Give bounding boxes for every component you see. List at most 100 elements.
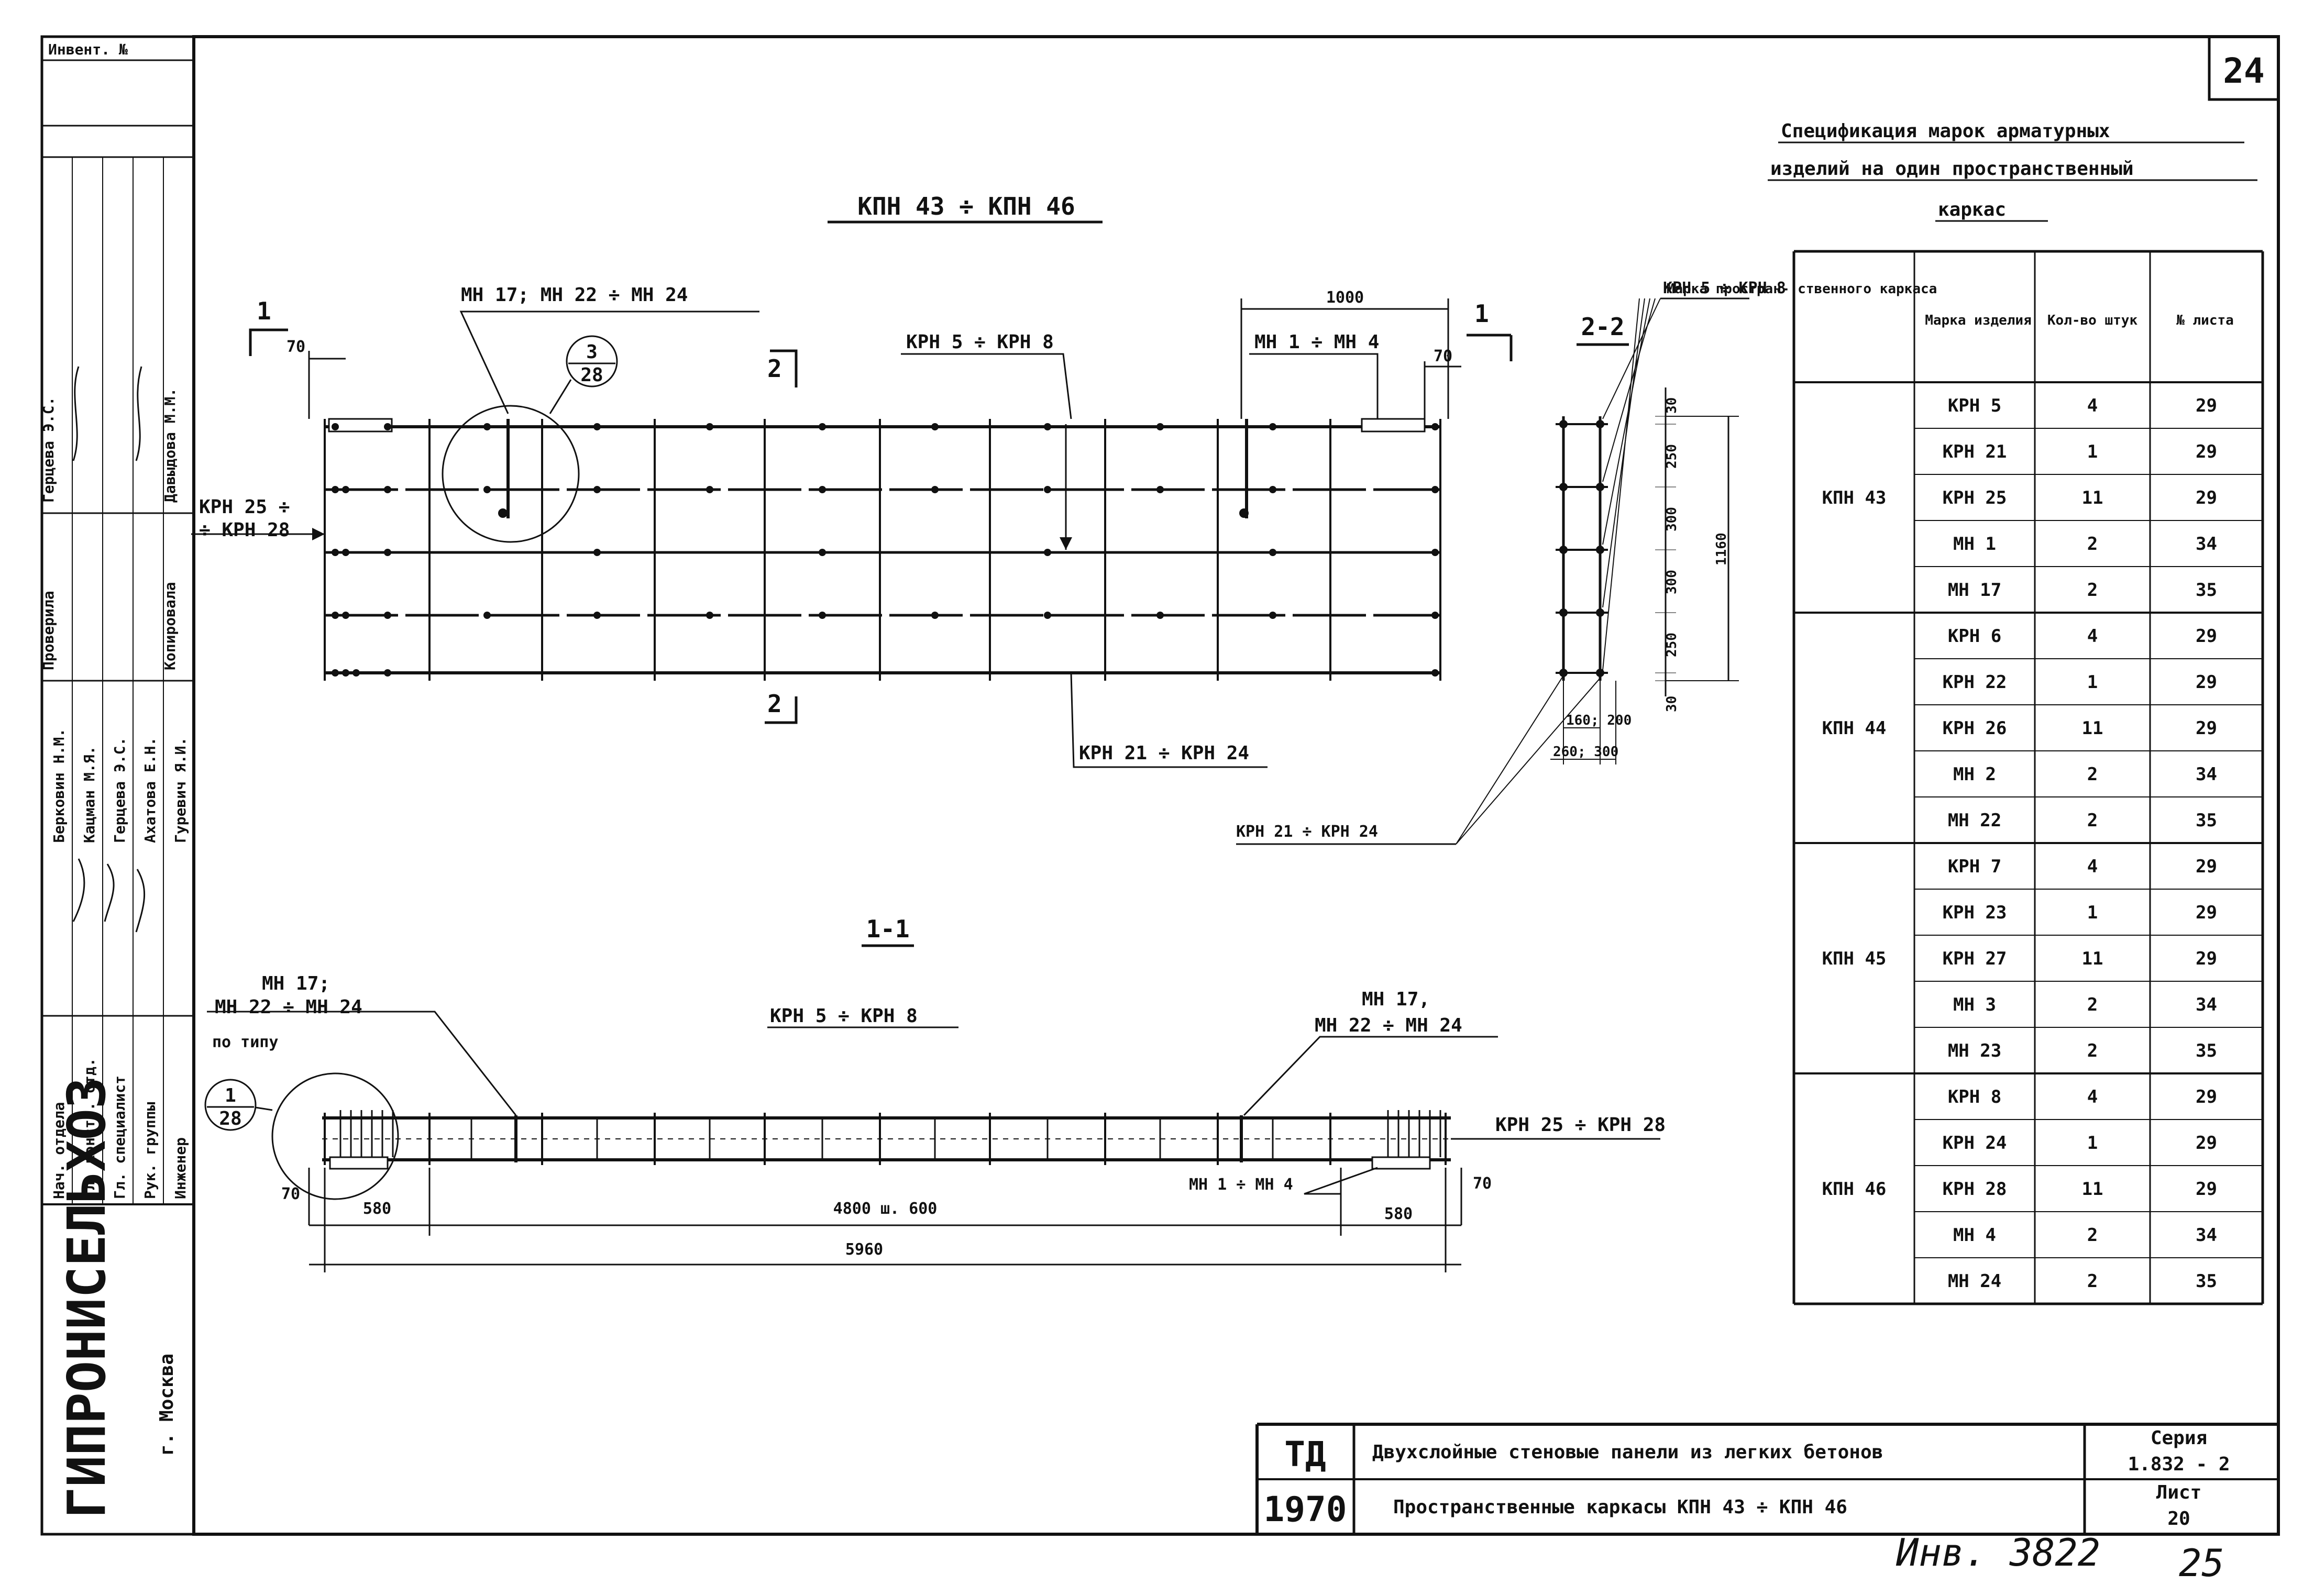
section-2-2-title: 2-2 [1581, 313, 1624, 341]
spec-header-item: Марка изделия [1925, 313, 2032, 328]
spec-cell-item: КРН 22 [1943, 672, 2007, 693]
outer-frame [40, 35, 2280, 1536]
spec-header-sheet: № листа [2176, 313, 2234, 328]
dim-22-total: 1160 [1714, 533, 1729, 566]
label-mn17-11-left-a: МН 17; [262, 973, 330, 994]
detail-callout-3-28 [566, 335, 618, 387]
spec-cell-item: КРН 21 [1943, 441, 2007, 462]
copied-name: Давыдова М.М. [161, 388, 179, 503]
cut-1-left: 1 [257, 297, 271, 325]
dim-4800: 4800 ш. 600 [833, 1200, 938, 1218]
plan-leaders [191, 311, 1379, 768]
spec-cell-sheet: 29 [2196, 948, 2217, 969]
spec-cell-count: 4 [2087, 626, 2098, 647]
cut-1-right: 1 [1474, 300, 1489, 328]
spec-cell-item: МН 4 [1953, 1225, 1996, 1246]
label-mn17-plan: МН 17; МН 22 ÷ МН 24 [461, 284, 688, 306]
label-mn17-11-right-a: МН 17, [1362, 989, 1430, 1010]
spec-cell-item: КРН 25 [1943, 487, 2007, 508]
spec-cell-sheet: 29 [2196, 441, 2217, 462]
role-4: Рук. группы [141, 1102, 159, 1199]
spec-cell-item: МН 17 [1948, 580, 2001, 601]
spec-cell-count: 11 [2082, 487, 2103, 508]
label-krn25-plan-a: КРН 25 ÷ [199, 496, 290, 518]
role-5: Инженер [172, 1137, 189, 1199]
label-krn5-11: КРН 5 ÷ КРН 8 [770, 1005, 918, 1027]
spec-cell-count: 1 [2087, 902, 2098, 923]
dim-70-left: 70 [287, 338, 305, 356]
dim-580-left: 580 [363, 1200, 391, 1218]
title-block [1255, 1423, 2278, 1534]
spec-cell-item: МН 2 [1953, 764, 1996, 785]
label-krn5-plan: КРН 5 ÷ КРН 8 [906, 331, 1054, 353]
role-2: Гл. констр. отд. [81, 1058, 98, 1199]
spec-cell-count: 2 [2087, 534, 2098, 555]
spec-cell-sheet: 34 [2196, 534, 2217, 555]
label-mn17-11-left-b: МН 22 ÷ МН 24 [215, 996, 362, 1018]
city-label: г. Москва [156, 1354, 178, 1456]
handwritten-inventory: Инв. 3822 [1896, 1531, 2100, 1575]
name-1: Берковин Н.М. [50, 728, 68, 843]
spec-cell-count: 2 [2087, 1040, 2098, 1061]
spec-cell-frame: КПН 46 [1822, 1179, 1887, 1200]
label-krn5-22: КРН 5 ÷ КРН 8 [1663, 279, 1786, 297]
spec-cell-frame: КПН 43 [1822, 487, 1887, 508]
side-stamp [42, 59, 194, 1205]
callout-1-numerator: 1 [225, 1085, 236, 1106]
tb-line-1: Двухслойные стеновые панели из легких бе… [1372, 1442, 1883, 1463]
cut-2-bottom: 2 [767, 690, 782, 718]
spec-cell-count: 11 [2082, 948, 2103, 969]
spec-title-line-3: каркас [1938, 199, 2006, 220]
spec-cell-sheet: 29 [2196, 718, 2217, 739]
plan-dimensions [308, 298, 1461, 419]
spec-cell-count: 4 [2087, 395, 2098, 416]
checked-name: Герцева Э.С. [40, 397, 57, 503]
spec-cell-count: 11 [2082, 718, 2103, 739]
tb-year: 1970 [1264, 1489, 1347, 1529]
tb-series-value: 1.832 - 2 [2128, 1454, 2230, 1475]
dim-22-250-bottom: 250 [1664, 633, 1680, 657]
spec-table-grid [1792, 250, 2264, 1305]
detail-circle-3 [442, 405, 580, 543]
dim-1000: 1000 [1326, 289, 1364, 307]
section-1-1-dimensions [308, 1168, 1462, 1272]
name-2: Кацман М.Я. [81, 746, 98, 843]
label-krn25-plan-b: ÷ КРН 28 [199, 519, 290, 541]
dim-22-width-1: 160; 200 [1566, 713, 1632, 728]
dim-580-right: 580 [1384, 1205, 1413, 1223]
spec-cell-count: 2 [2087, 764, 2098, 785]
spec-cell-sheet: 34 [2196, 764, 2217, 785]
spec-cell-sheet: 29 [2196, 626, 2217, 647]
spec-cell-sheet: 29 [2196, 487, 2217, 508]
dim-22-30-top: 30 [1664, 397, 1680, 414]
spec-cell-sheet: 35 [2196, 1271, 2217, 1292]
spec-cell-sheet: 34 [2196, 994, 2217, 1015]
spec-cell-count: 4 [2087, 856, 2098, 877]
name-5: Гуревич Я.И. [172, 737, 189, 843]
section-1-1-leaders [207, 1011, 1660, 1195]
label-krn21-22: КРН 21 ÷ КРН 24 [1236, 823, 1378, 841]
spec-cell-count: 11 [2082, 1179, 2103, 1200]
label-krn25-11: КРН 25 ÷ КРН 28 [1495, 1114, 1666, 1136]
spec-cell-count: 1 [2087, 1133, 2098, 1154]
spec-cell-sheet: 29 [2196, 1087, 2217, 1107]
plan-title: КПН 43 ÷ КПН 46 [857, 192, 1075, 220]
dim-70-right: 70 [1434, 347, 1452, 365]
dim-70-left-11: 70 [281, 1185, 300, 1203]
name-3: Герцева Э.С. [111, 737, 128, 843]
tb-sheet-value: 20 [2167, 1508, 2190, 1529]
spec-cell-sheet: 35 [2196, 580, 2217, 601]
callout-1-denominator: 28 [219, 1108, 241, 1129]
spec-cell-count: 2 [2087, 580, 2098, 601]
spec-cell-sheet: 29 [2196, 1133, 2217, 1154]
section-cut-marks [249, 328, 1513, 724]
name-4: Ахатова Е.Н. [141, 737, 159, 843]
spec-cell-sheet: 35 [2196, 810, 2217, 831]
dim-5960: 5960 [845, 1240, 883, 1259]
spec-cell-count: 2 [2087, 1225, 2098, 1246]
spec-header-frame: Марка простран- ственного каркаса [1667, 281, 1937, 297]
checked-label: Проверила [40, 591, 57, 670]
spec-cell-item: КРН 5 [1948, 395, 2001, 416]
